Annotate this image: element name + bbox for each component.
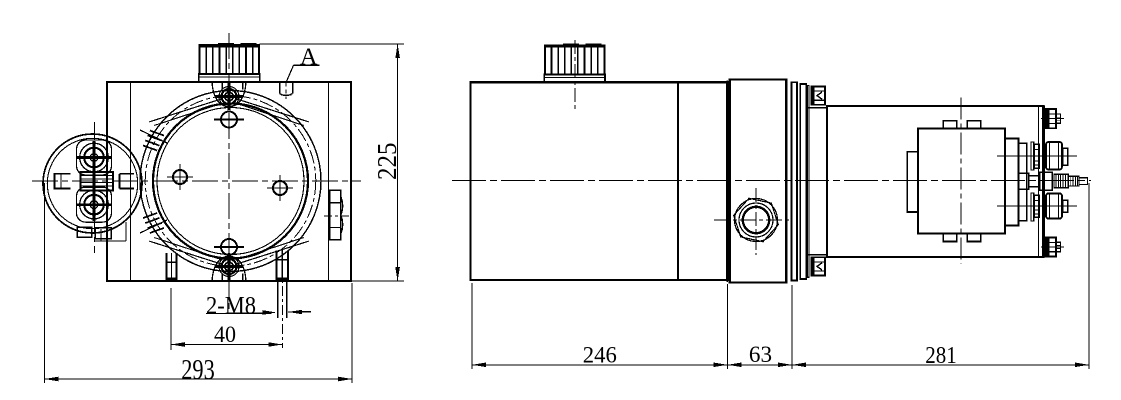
svg-text:293: 293 bbox=[181, 355, 215, 386]
svg-text:40: 40 bbox=[214, 322, 236, 347]
svg-text:63: 63 bbox=[749, 342, 772, 367]
svg-text:2-M8: 2-M8 bbox=[206, 292, 256, 319]
svg-text:281: 281 bbox=[925, 343, 957, 369]
svg-text:A: A bbox=[300, 43, 318, 70]
svg-text:246: 246 bbox=[583, 343, 617, 369]
svg-text:225: 225 bbox=[372, 143, 402, 181]
